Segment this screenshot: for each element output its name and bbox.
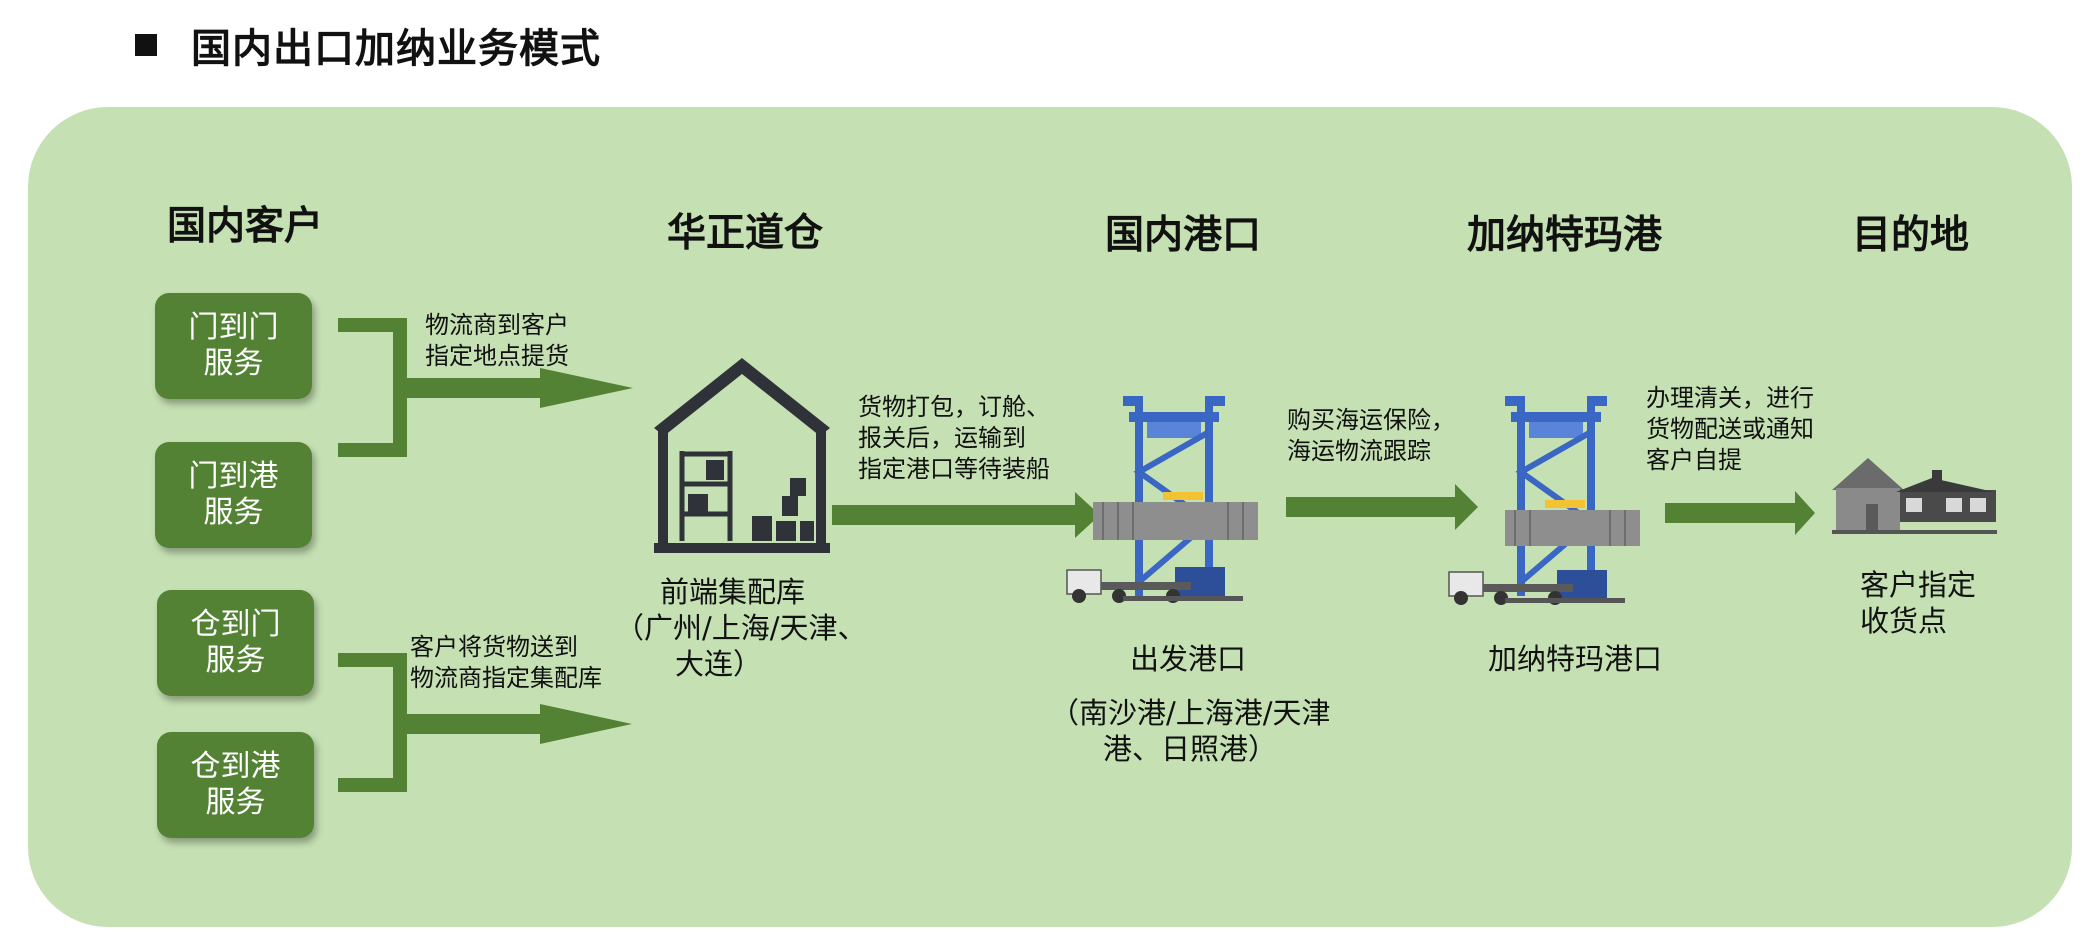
service-label-line1: 仓到港 bbox=[190, 749, 281, 784]
title-bullet-icon bbox=[135, 34, 157, 56]
note-line: 购买海运保险， bbox=[1287, 406, 1455, 434]
caption-line: （广州/上海/天津、 bbox=[615, 611, 867, 645]
caption-line: 前端集配库 bbox=[660, 575, 806, 609]
dropoff-arrow bbox=[400, 704, 632, 744]
note-line: 货物配送或通知 bbox=[1646, 415, 1814, 443]
note-line: 物流商指定集配库 bbox=[410, 664, 602, 692]
packing-note: 货物打包，订舱、 报关后，运输到 指定港口等待装船 bbox=[858, 392, 1050, 485]
note-line: 指定港口等待装船 bbox=[858, 455, 1050, 483]
service-label-line2: 服务 bbox=[205, 785, 266, 820]
tema-to-destination-arrow bbox=[1665, 491, 1815, 535]
note-line: 客户将货物送到 bbox=[410, 633, 578, 661]
note-line: 海运物流跟踪 bbox=[1287, 437, 1431, 465]
customs-clearance-note: 办理清关，进行 货物配送或通知 客户自提 bbox=[1646, 383, 1814, 476]
door-to-port-service-button[interactable]: 门到港 服务 bbox=[155, 442, 312, 548]
page-title-text: 国内出口加纳业务模式 bbox=[191, 26, 601, 72]
port-to-tema-arrow bbox=[1286, 484, 1478, 530]
lower-bracket-connector bbox=[338, 653, 407, 792]
dropoff-note: 客户将货物送到 物流商指定集配库 bbox=[410, 632, 602, 694]
column-title-destination: 目的地 bbox=[1852, 213, 1970, 258]
upper-bracket-connector bbox=[338, 318, 407, 457]
page-title: 国内出口加纳业务模式 bbox=[135, 16, 601, 74]
note-line: 报关后，运输到 bbox=[858, 424, 1026, 452]
house-icon bbox=[1832, 458, 1997, 534]
warehouse-to-port-arrow bbox=[832, 492, 1100, 538]
column-title-tema-port: 加纳特玛港 bbox=[1467, 213, 1663, 258]
caption-line: 大连） bbox=[675, 647, 763, 681]
warehouse-icon bbox=[654, 358, 830, 553]
service-label-line2: 服务 bbox=[203, 495, 264, 530]
warehouse-to-door-service-button[interactable]: 仓到门 服务 bbox=[157, 590, 314, 696]
pickup-note: 物流商到客户 指定地点提货 bbox=[425, 310, 569, 372]
tema-port-caption: 加纳特玛港口 bbox=[1488, 642, 1663, 676]
caption-line: 港、日照港） bbox=[1102, 732, 1277, 766]
service-label-line2: 服务 bbox=[203, 346, 264, 381]
warehouse-caption: 前端集配库 （广州/上海/天津、 大连） bbox=[615, 574, 867, 682]
departure-crane-truck-icon bbox=[1066, 396, 1258, 603]
caption-line: （南沙港/上海港/天津 bbox=[1050, 696, 1331, 730]
insurance-note: 购买海运保险， 海运物流跟踪 bbox=[1287, 405, 1455, 467]
column-title-domestic-customer: 国内客户 bbox=[167, 204, 324, 249]
service-label-line1: 仓到门 bbox=[190, 607, 281, 642]
note-line: 客户自提 bbox=[1646, 446, 1742, 474]
column-title-huazheng-warehouse: 华正道仓 bbox=[667, 211, 824, 256]
departure-port-caption: 出发港口 bbox=[1130, 642, 1247, 676]
service-label-line1: 门到港 bbox=[188, 459, 279, 494]
caption-line: 客户指定 bbox=[1860, 568, 1977, 602]
caption-line: 收货点 bbox=[1860, 604, 1948, 638]
tema-crane-truck-icon bbox=[1448, 396, 1640, 605]
door-to-door-service-button[interactable]: 门到门 服务 bbox=[155, 293, 312, 399]
service-label-line2: 服务 bbox=[205, 643, 266, 678]
note-line: 办理清关，进行 bbox=[1646, 384, 1814, 412]
destination-caption: 客户指定 收货点 bbox=[1860, 567, 1976, 639]
pickup-arrow bbox=[400, 368, 633, 408]
note-line: 物流商到客户 bbox=[425, 311, 569, 339]
warehouse-to-port-service-button[interactable]: 仓到港 服务 bbox=[157, 732, 314, 838]
note-line: 指定地点提货 bbox=[425, 342, 569, 370]
departure-port-list-caption: （南沙港/上海港/天津 港、日照港） bbox=[1050, 695, 1331, 767]
column-title-domestic-port: 国内港口 bbox=[1105, 213, 1262, 258]
service-label-line1: 门到门 bbox=[188, 310, 279, 345]
note-line: 货物打包，订舱、 bbox=[858, 393, 1050, 421]
